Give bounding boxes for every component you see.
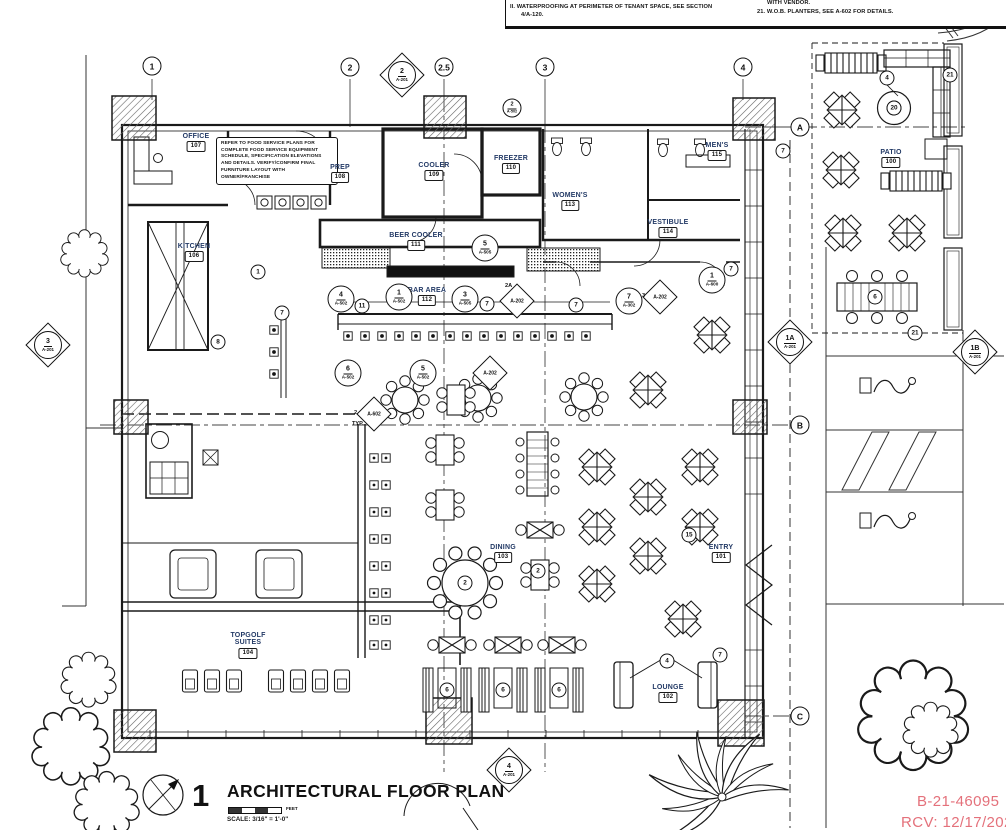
lounge-and-booth-furniture [181, 657, 718, 713]
grid-bubble-col-2-5: 2.5 [434, 57, 454, 77]
keynote-circle: 7 [479, 296, 495, 312]
room-number-kitchen: 106 [184, 251, 204, 263]
keynote-circle: 2 [457, 575, 473, 591]
room-number-freezer: 110 [501, 163, 521, 175]
north-arrow-icon [142, 774, 184, 816]
keynote-circle: 6 [867, 289, 883, 305]
permit-stamp-line2: RCV: 12/17/202 [901, 814, 1006, 830]
grid-bubble-row-b: B [790, 415, 810, 435]
room-number-lounge: 102 [658, 692, 678, 704]
room-number-beer-cooler: 111 [407, 240, 425, 252]
keynote-circle: 7 [723, 261, 739, 277]
grid-bubble-col-3: 3 [535, 57, 555, 77]
keynote-circle: 21 [907, 325, 923, 341]
grid-bubble-col-1: 1 [142, 56, 162, 76]
patio-furniture [811, 42, 963, 529]
grid-bubble-col-2: 2 [340, 57, 360, 77]
dining-furniture [369, 308, 739, 653]
keynote-circle: 2 [530, 563, 546, 579]
room-number-patio: 100 [881, 157, 901, 169]
permit-stamp-line1: B-21-46095 [917, 793, 1000, 810]
keynote-circle: 7 [775, 143, 791, 159]
keynote-circle: 6 [439, 682, 455, 698]
keynote-circle: 1 [250, 264, 266, 280]
keynote-circle: 15 [681, 527, 697, 543]
keynote-circle: 21 [942, 67, 958, 83]
keynote-circle: 20 [886, 100, 902, 116]
landscaping [31, 229, 970, 830]
keynote-circle: 8 [210, 334, 226, 350]
keynote-circle: 11 [354, 298, 370, 314]
food-service-note-box: REFER TO FOOD SERVICE PLANS FOR COMPLETE… [216, 137, 338, 186]
grid-bubble-col-4: 4 [733, 57, 753, 77]
drawing-title: ARCHITECTURAL FLOOR PLAN [227, 781, 505, 801]
detail-marker-prefix: 2 [354, 410, 358, 416]
keynote-circle: 7 [274, 305, 290, 321]
keynote-circle: 4 [659, 653, 675, 669]
detail-marker-prefix: 3 [642, 293, 646, 299]
grid-bubble-row-a: A [790, 117, 810, 137]
note-20-tail: WITH VENDOR. [767, 0, 811, 6]
room-number-cooler: 109 [424, 170, 444, 182]
room-number-office: 107 [186, 141, 206, 153]
room-number-entry: 101 [711, 552, 731, 564]
detail-number: 1 [192, 778, 210, 813]
keynote-circle: 4 [879, 70, 895, 86]
note-11-line1: II. WATERPROOFING AT PERIMETER OF TENANT… [510, 4, 713, 10]
general-notes-panel [505, 0, 1006, 29]
scale-units-label: FEET [286, 806, 298, 811]
note-11-line2: 4/A-120. [521, 12, 544, 18]
room-number-prep: 108 [330, 172, 350, 184]
room-number-vestibule: 114 [658, 227, 678, 239]
keynote-circle: 7 [712, 647, 728, 663]
keynote-circle: 7 [568, 297, 584, 313]
room-number-bar-area: 112 [417, 295, 437, 307]
grid-lines [100, 79, 965, 772]
room-number-topgolf-suites: 104 [238, 648, 258, 659]
detail-marker-prefix: 2A [505, 283, 513, 289]
site-lines [62, 5, 1005, 828]
room-number-mens: 115 [707, 150, 727, 162]
detail-marker-suffix: TYP. [352, 421, 364, 427]
keynote-circle: 6 [551, 682, 567, 698]
room-number-dining: 103 [493, 552, 513, 564]
room-number-womens: 113 [560, 200, 580, 212]
note-21: 21. W.O.B. PLANTERS, SEE A-602 FOR DETAI… [757, 9, 894, 15]
structural-columns [111, 95, 776, 753]
grid-bubble-row-c: C [790, 706, 810, 726]
bar-counter [269, 247, 613, 379]
keynote-circle: 6 [495, 682, 511, 698]
graphic-scale-bar [228, 807, 282, 814]
scale-label: SCALE: 3/16" = 1'-0" [227, 816, 289, 823]
